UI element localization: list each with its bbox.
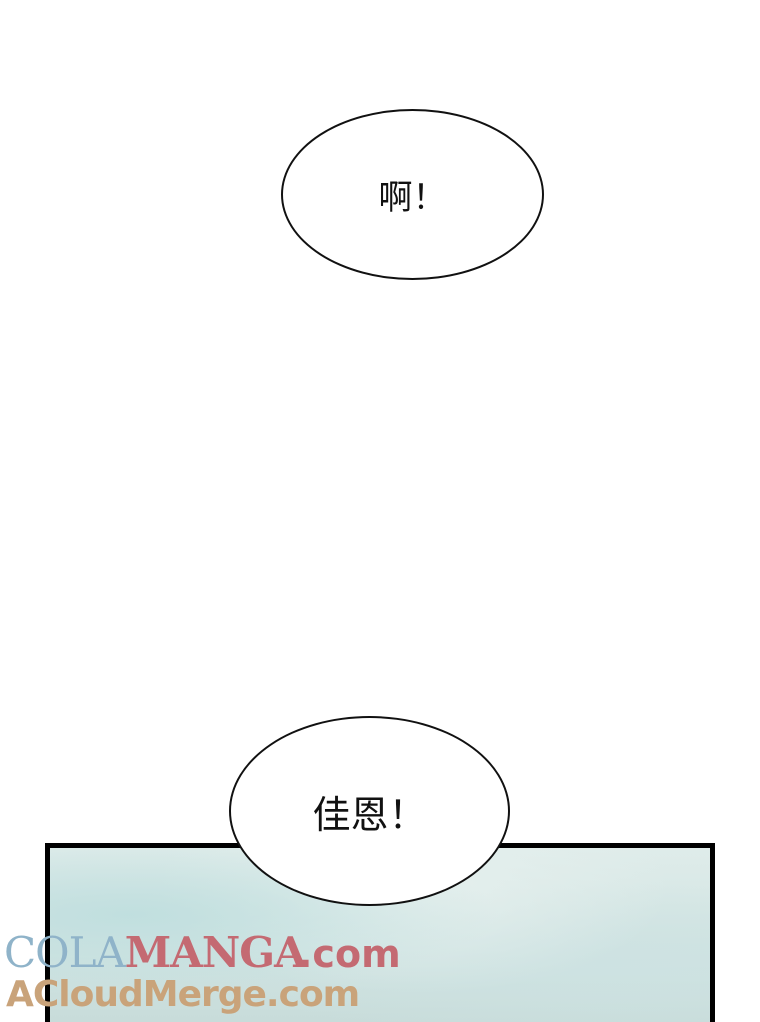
watermark-acloudmerge: ACloudMerge.com — [6, 974, 360, 1015]
speech-bubble-bottom: 佳恩！ — [229, 716, 510, 906]
speech-text-top: 啊！ — [378, 178, 447, 218]
watermark-colamanga: COLAMANGA — [4, 928, 307, 977]
watermark-com-text: .com — [298, 932, 401, 976]
speech-bubble-top: 啊！ — [281, 109, 544, 280]
watermark-manga-text: MANGA — [124, 928, 307, 977]
speech-text-bottom: 佳恩！ — [312, 792, 427, 837]
watermark-cola-text: COLA — [4, 928, 126, 977]
